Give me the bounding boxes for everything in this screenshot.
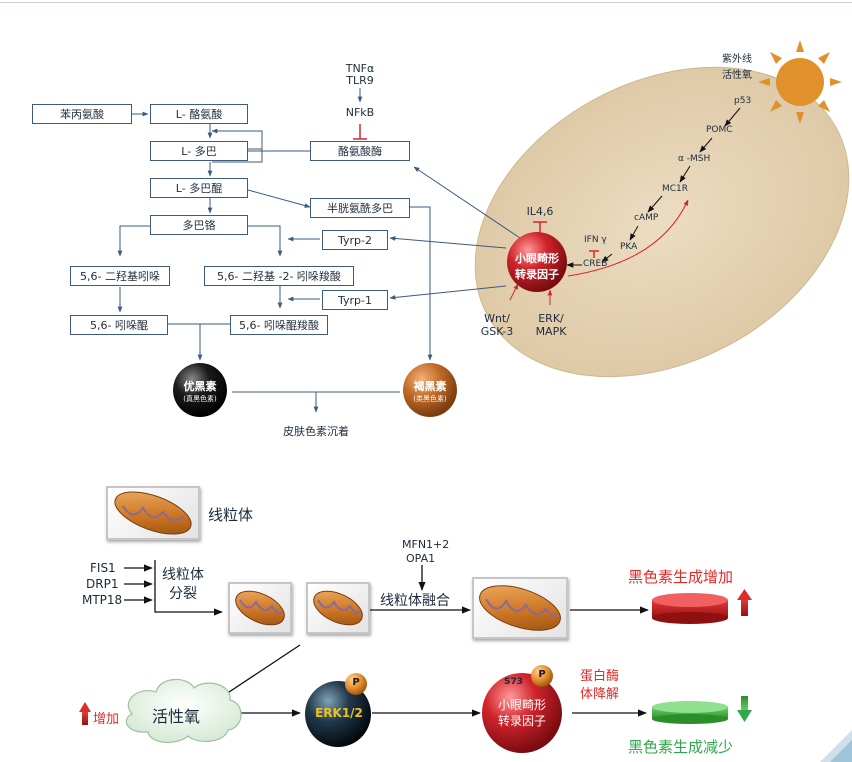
mitf-top-line1: 小眼畸形 — [515, 252, 559, 265]
fission-line1: 线粒体 — [162, 567, 204, 583]
label-tnfa: TNFα — [345, 62, 375, 75]
mitochondria-image-1 — [228, 582, 292, 634]
mitf-label-bottom: 小眼畸形 转录因子 — [484, 697, 560, 729]
label-uv: 紫外线 活性氧 — [722, 52, 752, 84]
node-phenylalanine: 苯丙氨酸 — [32, 104, 132, 124]
phospho-badge-erk — [345, 673, 367, 695]
sun-icon — [758, 40, 842, 124]
label-drp1: DRP1 — [86, 577, 119, 591]
mitochondria-image-legend — [106, 486, 200, 540]
label-camp: cAMP — [634, 213, 659, 223]
label-pka: PKA — [620, 242, 638, 252]
node-l-tyrosine: L- 酪氨酸 — [150, 104, 248, 124]
label-increase-melanin: 黑色素生成增加 — [628, 568, 734, 586]
mitochondrion-icon — [313, 590, 363, 626]
label-p53: p53 — [734, 96, 752, 106]
eumelanin-label: 优黑素 (真黑色素) — [173, 378, 227, 404]
label-mc1r: MC1R — [662, 184, 689, 194]
label-degradation: 蛋白酶 体降解 — [580, 668, 619, 704]
node-dhi: 5,6- 二羟基吲哚 — [70, 266, 170, 286]
label-mitochondria: 线粒体 — [208, 506, 254, 524]
node-dopachrome: 多巴铬 — [150, 215, 248, 235]
up-arrow-icon — [737, 589, 752, 616]
label-fusion: 线粒体融合 — [380, 593, 450, 609]
label-fis1: FIS1 — [90, 561, 116, 575]
mitochondrion-icon — [235, 590, 285, 626]
uv-line2: 活性氧 — [722, 70, 752, 81]
label-wnt: Wnt/ GSK-3 — [472, 312, 522, 338]
phospho-badge-mitf — [531, 665, 553, 687]
label-deposition: 皮肤色素沉着 — [283, 425, 349, 438]
mitochondrion-icon — [479, 585, 561, 631]
degradation-line1: 蛋白酶 — [580, 669, 620, 684]
label-increase: 增加 — [93, 712, 120, 727]
label-ros: 活性氧 — [152, 707, 201, 726]
mitochondria-image-2 — [306, 582, 370, 634]
mitf-sphere-top — [507, 232, 567, 292]
node-l-dopaquinone: L- 多巴醌 — [150, 178, 248, 198]
eumelanin-sphere — [173, 363, 227, 417]
label-fission: 线粒体 分裂 — [162, 566, 204, 604]
mitf-label-top: 小眼畸形 转录因子 — [505, 250, 569, 282]
up-arrow-small-icon — [79, 702, 91, 725]
label-creb: CREB — [583, 259, 608, 269]
pheomelanin-label: 褐黑素 (类黑色素) — [403, 378, 457, 404]
increase-cylinder — [652, 593, 728, 624]
fission-line2: 分裂 — [169, 586, 197, 602]
mitf-bottom-line2: 转录因子 — [497, 714, 546, 728]
node-indolequinone: 5,6- 吲哚醌 — [70, 315, 168, 335]
node-tyrosinase: 酪氨酸酶 — [310, 141, 410, 161]
label-s73: S73 — [504, 677, 524, 687]
wnt-line1: Wnt/ — [484, 312, 510, 325]
erk-sphere — [305, 681, 371, 747]
mitochondria-image-fused — [472, 577, 568, 639]
label-il46: IL4,6 — [526, 205, 554, 218]
decrease-cylinder — [652, 701, 728, 724]
down-arrow-icon — [737, 696, 752, 722]
ros-cloud — [125, 678, 242, 743]
top-rule — [0, 2, 852, 3]
node-dhica: 5,6- 二羟基 -2- 吲哚羧酸 — [204, 266, 354, 286]
label-amsh: α -MSH — [678, 154, 711, 164]
mitochondrion-icon — [114, 491, 192, 535]
label-ifng: IFN γ — [584, 235, 607, 245]
label-erk-mapk: ERK/ MAPK — [526, 312, 576, 338]
label-p-mitf: P — [538, 669, 546, 680]
node-indolequinone-carboxylic: 5,6- 吲哚醌羧酸 — [230, 315, 328, 335]
node-l-dopa: L- 多巴 — [150, 141, 248, 161]
label-opa1: OPA1 — [406, 552, 436, 565]
label-mfn: MFN1+2 — [402, 538, 450, 551]
mitf-top-line2: 转录因子 — [515, 268, 559, 281]
melanocyte-cell — [474, 66, 850, 378]
pheomelanin-title: 褐黑素 — [413, 380, 447, 393]
wnt-line2: GSK-3 — [480, 325, 514, 338]
mitf-bottom-line1: 小眼畸形 — [497, 698, 546, 712]
degradation-line2: 体降解 — [580, 687, 620, 702]
label-nfkb: NFkB — [345, 106, 375, 119]
node-tyrp1: Tyrp-1 — [322, 290, 388, 310]
eumelanin-title: 优黑素 — [183, 380, 217, 393]
pheomelanin-sphere — [403, 363, 457, 417]
mitf-sphere-bottom — [482, 673, 562, 753]
label-mtp18: MTP18 — [82, 593, 123, 607]
label-tlr9: TLR9 — [346, 74, 374, 87]
eumelanin-subtitle: (真黑色素) — [183, 395, 217, 403]
node-cysteinyldopa: 半胱氨酰多巴 — [310, 198, 410, 218]
label-p-erk: P — [352, 677, 360, 688]
label-pomc: POMC — [706, 125, 733, 135]
label-decrease-melanin: 黑色素生成减少 — [628, 738, 734, 756]
label-erk: ERK1/2 — [315, 706, 363, 720]
uv-line1: 紫外线 — [722, 54, 752, 65]
erk-mapk-line2: MAPK — [535, 325, 567, 338]
erk-mapk-line1: ERK/ — [538, 312, 564, 325]
pheomelanin-subtitle: (类黑色素) — [413, 395, 447, 403]
node-tyrp2: Tyrp-2 — [322, 230, 388, 250]
